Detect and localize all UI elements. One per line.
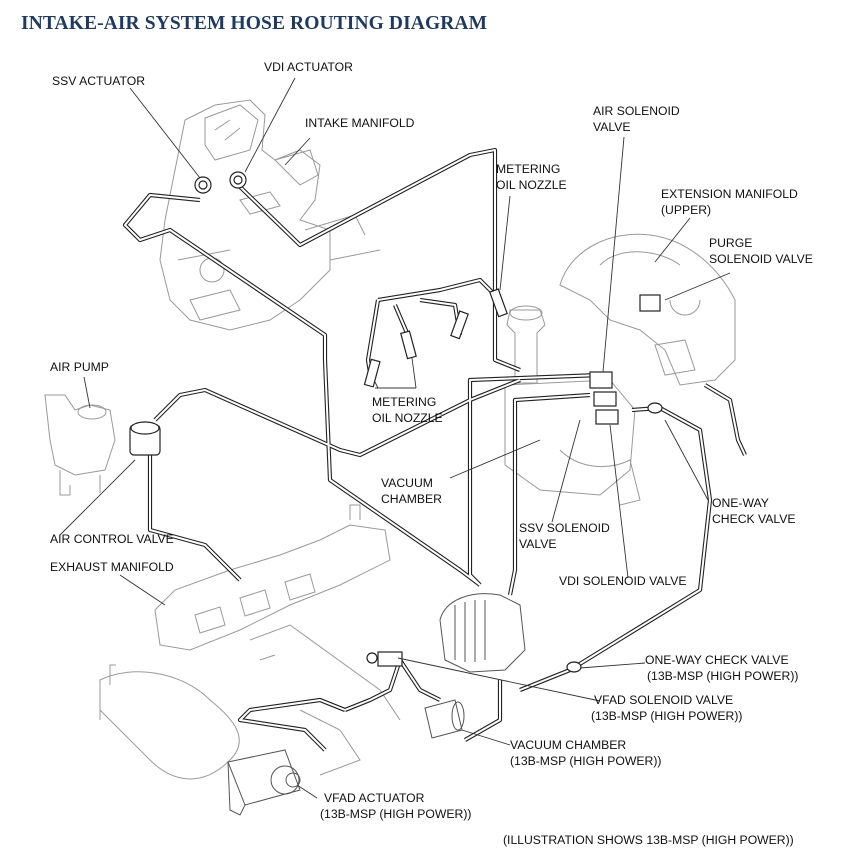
label-one-way-check-valve-hp: ONE-WAY CHECK VALVE (13B-MSP (HIGH POWER)… (645, 652, 798, 684)
label-line: (13B-MSP (HIGH POWER)) (591, 709, 743, 723)
label-line: VFAD SOLENOID VALVE (594, 693, 734, 707)
label-line: METERING (372, 395, 437, 409)
extension-manifold-drawing (559, 233, 736, 386)
label-line: (13B-MSP (HIGH POWER)) (320, 807, 472, 821)
label-line: SOLENOID VALVE (709, 252, 813, 266)
label-line: METERING (496, 162, 561, 176)
label-vdi-solenoid-valve: VDI SOLENOID VALVE (559, 573, 687, 589)
vfad-actuator-drawing (227, 749, 301, 816)
label-vdi-actuator: VDI ACTUATOR (264, 59, 353, 75)
hose-inner (124, 149, 746, 751)
label-line: VACUUM CHAMBER (510, 738, 627, 752)
label-line: VDI ACTUATOR (264, 60, 353, 74)
label-line: VDI SOLENOID VALVE (559, 574, 687, 588)
label-purge-solenoid-valve: PURGE SOLENOID VALVE (709, 235, 813, 267)
label-line: ONE-WAY (712, 496, 769, 510)
label-line: AIR PUMP (50, 360, 109, 374)
label-metering-oil-nozzle-upper: METERING OIL NOZZLE (496, 161, 567, 193)
label-ssv-actuator: SSV ACTUATOR (52, 73, 145, 89)
lower-intake-duct-drawing (99, 624, 401, 780)
vfad-solenoid-valve-part (366, 651, 403, 667)
label-line: PURGE (709, 236, 753, 250)
label-air-pump: AIR PUMP (50, 359, 109, 375)
label-line: ONE-WAY CHECK VALVE (645, 653, 789, 667)
label-line: VALVE (593, 120, 631, 134)
vdi-actuator-part (229, 171, 247, 189)
metering-pump-drawing (504, 305, 641, 506)
label-line: VACUUM (381, 476, 433, 490)
label-vacuum-chamber-hp: VACUUM CHAMBER (13B-MSP (HIGH POWER)) (510, 737, 661, 769)
label-line: VALVE (519, 537, 557, 551)
label-air-control-valve: AIR CONTROL VALVE (50, 531, 174, 547)
label-line: CHECK VALVE (712, 512, 796, 526)
label-extension-manifold-upper: EXTENSION MANIFOLD (UPPER) (661, 186, 798, 218)
one-way-check-valve-part (647, 402, 663, 414)
label-line: OIL NOZZLE (372, 411, 443, 425)
label-line: AIR CONTROL VALVE (50, 532, 174, 546)
air-solenoid-valve-part (589, 371, 619, 425)
ssv-actuator-part (194, 176, 212, 194)
label-line: EXHAUST MANIFOLD (50, 560, 174, 574)
label-line: CHAMBER (381, 492, 442, 506)
air-control-valve-part (129, 421, 161, 456)
label-vfad-solenoid-valve-hp: VFAD SOLENOID VALVE (13B-MSP (HIGH POWER)… (591, 692, 742, 724)
label-line: EXTENSION MANIFOLD (661, 187, 798, 201)
label-line: VFAD ACTUATOR (324, 791, 425, 805)
valve-components (129, 171, 663, 673)
engine-components (44, 99, 736, 816)
vacuum-chamber-drawing (439, 593, 526, 673)
label-line: AIR SOLENOID (593, 104, 680, 118)
label-ssv-solenoid-valve: SSV SOLENOID VALVE (519, 520, 610, 552)
leader-lines (59, 77, 731, 799)
metering-oil-nozzle-parts (363, 288, 508, 388)
label-one-way-check-valve: ONE-WAY CHECK VALVE (712, 495, 796, 527)
air-pump-drawing (44, 394, 116, 496)
label-line: (13B-MSP (HIGH POWER)) (647, 669, 799, 683)
label-line: SSV ACTUATOR (52, 74, 146, 88)
label-metering-oil-nozzle-lower: METERING OIL NOZZLE (372, 394, 443, 426)
label-air-solenoid-valve: AIR SOLENOID VALVE (593, 103, 680, 135)
label-line: (13B-MSP (HIGH POWER)) (510, 754, 662, 768)
purge-solenoid-valve-part (639, 294, 661, 312)
vacuum-chamber-hp-drawing (424, 699, 465, 739)
label-vfad-actuator-hp: VFAD ACTUATOR (13B-MSP (HIGH POWER)) (320, 790, 471, 822)
diagram-title: INTAKE-AIR SYSTEM HOSE ROUTING DIAGRAM (21, 13, 488, 34)
label-line: SSV SOLENOID (519, 521, 610, 535)
exhaust-manifold-drawing (154, 504, 391, 651)
illustration-footnote: (ILLUSTRATION SHOWS 13B-MSP (HIGH POWER)… (503, 833, 794, 847)
label-line: OIL NOZZLE (496, 178, 567, 192)
label-intake-manifold: INTAKE MANIFOLD (305, 115, 414, 131)
label-exhaust-manifold: EXHAUST MANIFOLD (50, 559, 174, 575)
one-way-check-valve-hp-part (566, 661, 582, 673)
label-vacuum-chamber: VACUUM CHAMBER (381, 475, 442, 507)
label-line: INTAKE MANIFOLD (305, 116, 415, 130)
label-line: (UPPER) (661, 203, 712, 217)
